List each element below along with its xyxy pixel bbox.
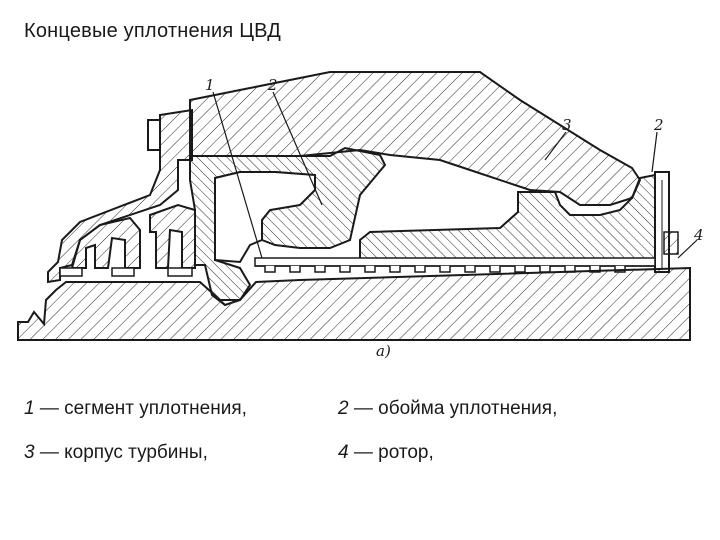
callout-2: 2 <box>267 76 278 94</box>
rotor <box>17 266 691 341</box>
legend-text: — обойма уплотнения, <box>348 398 558 419</box>
left-flange <box>47 108 193 284</box>
seal-cross-section-diagram: 1 2 3 2 4 а) <box>17 71 704 360</box>
legend-num: 2 <box>338 398 349 419</box>
turbine-casing <box>189 71 642 206</box>
callout-3: 3 <box>562 116 572 134</box>
legend-item-2: 2 — обойма уплотнения, <box>338 398 557 420</box>
callout-2-right: 2 <box>653 116 664 134</box>
legend-text: — сегмент уплотнения, <box>34 398 247 419</box>
legend-num: 4 <box>338 442 349 463</box>
legend-item-1: 1 — сегмент уплотнения, <box>24 398 247 420</box>
left-labyrinth-housing-2 <box>149 203 196 269</box>
rotor-shoulder <box>663 231 679 255</box>
slide-title: Концевые уплотнения ЦВД <box>24 20 282 42</box>
left-labyrinth-housing <box>70 216 141 269</box>
callout-4: 4 <box>693 226 704 244</box>
callout-leaders <box>212 91 698 259</box>
legend-num: 3 <box>24 442 35 463</box>
legend-item-4: 4 — ротор, <box>338 442 434 464</box>
callout-1: 1 <box>205 76 215 94</box>
flange-bolt <box>147 119 161 151</box>
legend-item-3: 3 — корпус турбины, <box>24 442 208 464</box>
figure-caption: а) <box>376 342 391 360</box>
legend-text: — ротор, <box>348 442 434 463</box>
legend-num: 1 <box>24 398 35 419</box>
legend-text: — корпус турбины, <box>34 442 208 463</box>
